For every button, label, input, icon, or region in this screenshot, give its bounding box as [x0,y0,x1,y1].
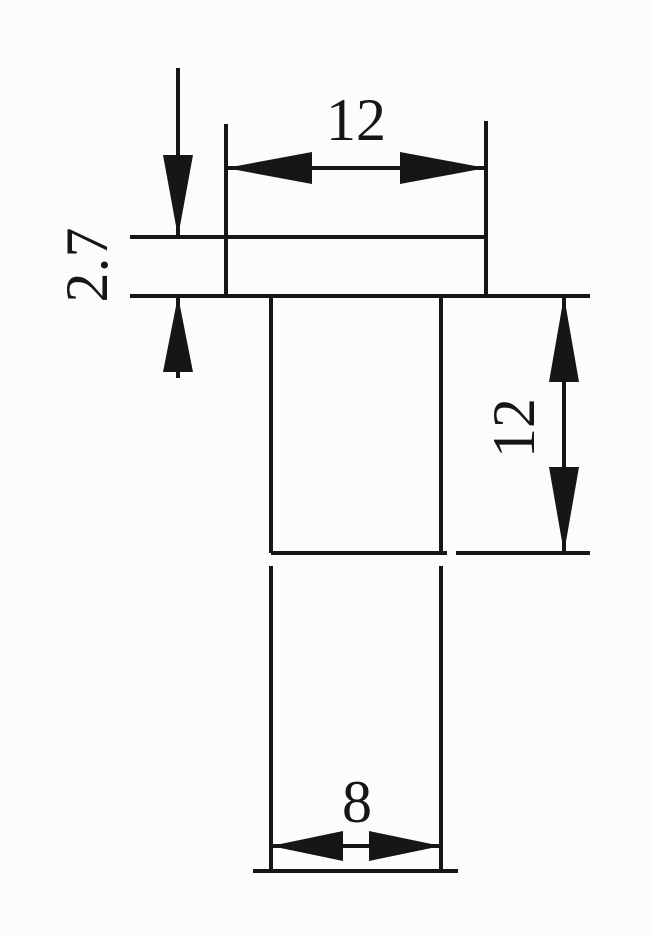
arrowhead-down-icon [163,155,193,237]
arrowhead-down-icon [549,467,579,553]
arrowhead-right-icon [400,152,486,184]
arrowhead-left-icon [271,831,343,861]
arrowhead-right-icon [369,831,441,861]
arrowhead-up-icon [549,296,579,382]
dimension-label-neck-length: 12 [481,398,547,458]
dimension-label-shaft-width: 8 [342,769,372,835]
dimension-label-head-thickness: 2.7 [54,228,120,303]
dimension-neck-length: 12 [481,296,579,553]
arrowhead-left-icon [226,152,312,184]
dimension-label-head-width: 12 [326,87,386,153]
dimension-shaft-width: 8 [271,769,441,861]
part-outline [130,121,590,873]
arrowhead-up-icon [163,296,193,372]
dimension-head-width: 12 [226,87,486,184]
dimension-head-thickness: 2.7 [54,68,193,378]
